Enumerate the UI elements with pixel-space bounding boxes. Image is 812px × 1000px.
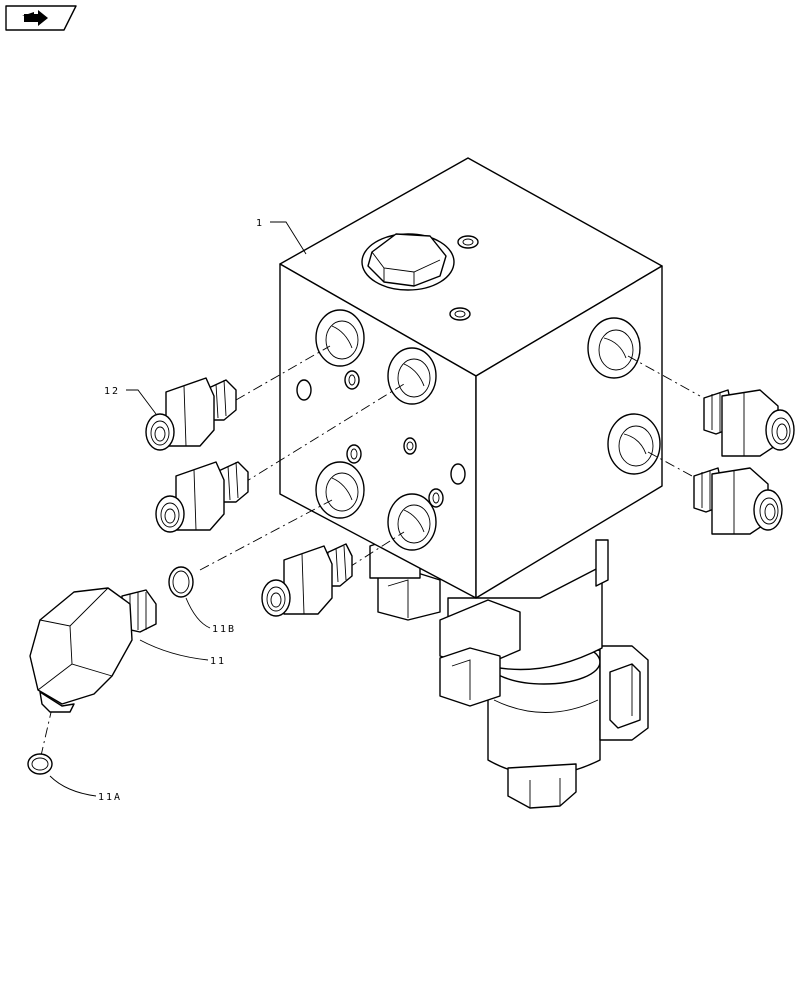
callout-11: 11 (210, 656, 226, 667)
port-right-1 (587, 317, 641, 379)
o-ring-11b (168, 566, 194, 598)
solenoid-assembly (369, 535, 649, 809)
callout-12: 12 (104, 386, 120, 397)
leader-lines (49, 221, 307, 797)
port-front-2 (387, 347, 437, 405)
alignment-lines (39, 345, 701, 761)
fitting-left-1 (145, 377, 237, 451)
arrow-right-icon (22, 10, 48, 26)
fitting-left-2 (155, 461, 249, 533)
nav-arrow-badge[interactable] (5, 5, 77, 31)
callout-11b: 11B (212, 624, 236, 635)
fitting-right-1 (703, 389, 795, 457)
manifold-block (279, 157, 663, 599)
fitting-center (261, 543, 353, 617)
port-front-1 (315, 309, 365, 367)
port-front-4 (387, 493, 437, 551)
port-front-3 (315, 461, 365, 519)
callout-1: 1 (256, 218, 264, 229)
fitting-right-2 (693, 467, 783, 535)
hex-plug (361, 233, 455, 291)
elbow-fitting (29, 587, 157, 713)
callout-11a: 11A (98, 792, 122, 803)
port-right-2 (607, 413, 661, 475)
o-ring-11a (27, 753, 53, 775)
